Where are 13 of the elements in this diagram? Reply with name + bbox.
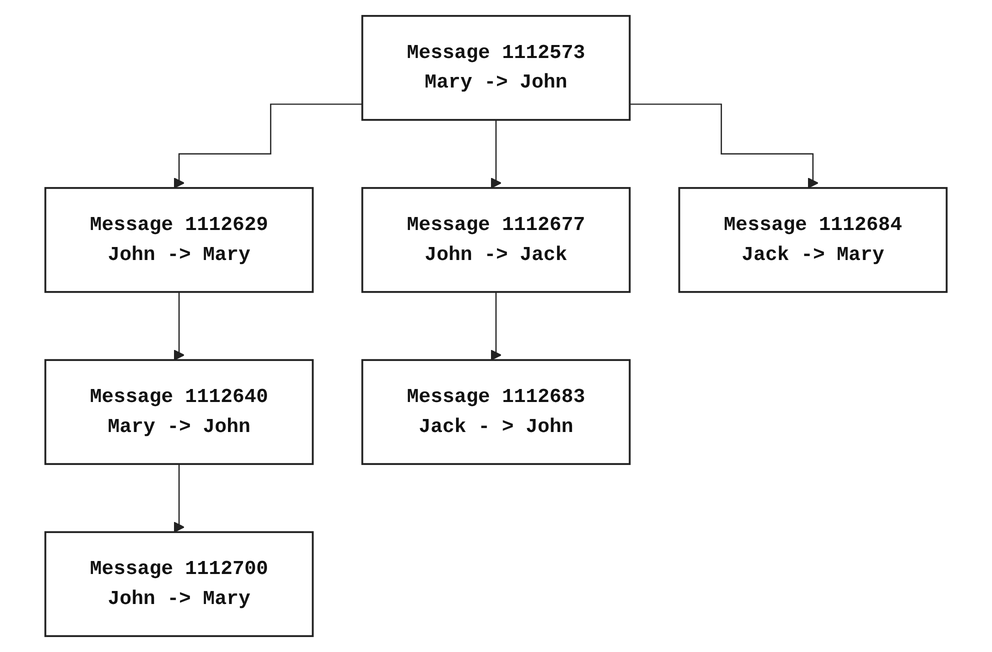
node-box: Message 1112677 John -> Jack (361, 187, 631, 293)
arrow (630, 104, 818, 188)
node-box: Message 1112629 John -> Mary (44, 187, 314, 293)
arrow (174, 104, 362, 188)
node-box: Message 1112640 Mary -> John (44, 359, 314, 465)
node-box: Message 1112683 Jack - > John (361, 359, 631, 465)
node-box: Message 1112700 John -> Mary (44, 531, 314, 638)
arrow (174, 291, 184, 361)
arrow (490, 119, 502, 188)
node-box: Message 1112684 Jack -> Mary (678, 187, 948, 293)
arrow (174, 463, 184, 533)
arrow (490, 291, 502, 361)
node-box: Message 1112573 Mary -> John (361, 14, 631, 121)
